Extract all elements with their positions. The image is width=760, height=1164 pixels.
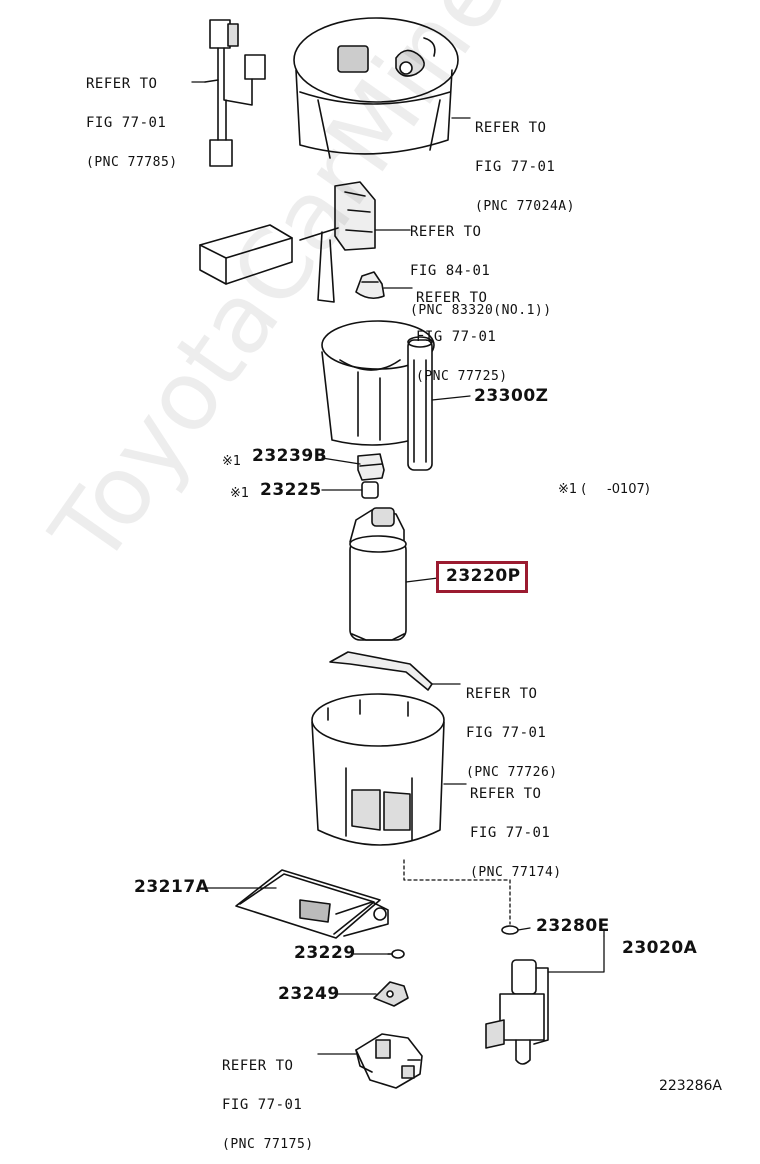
part-23249[interactable]: 23249	[278, 984, 340, 1004]
refer-line1: REFER TO	[416, 290, 488, 306]
refer-line2: FIG 77-01	[222, 1097, 303, 1113]
refer-line3: (PNC 77174)	[470, 865, 562, 880]
refer-line2: FIG 77-01	[475, 159, 556, 175]
selected-part-highlight	[436, 561, 528, 593]
refer-line1: REFER TO	[475, 120, 547, 136]
refer-line3: (PNC 77726)	[466, 765, 558, 780]
part-23217a[interactable]: 23217A	[134, 877, 210, 897]
refer-line2: FIG 77-01	[416, 329, 497, 345]
refer-83320-label: REFER TO FIG 84-01 (PNC 83320(NO.1))	[410, 200, 552, 330]
refer-line1: REFER TO	[222, 1058, 294, 1074]
refer-77024a-label: REFER TO FIG 77-01 (PNC 77024A)	[475, 96, 575, 226]
refer-77726-label: REFER TO FIG 77-01 (PNC 77726)	[466, 662, 558, 792]
refer-line1: REFER TO	[470, 786, 542, 802]
refer-line1: REFER TO	[410, 224, 482, 240]
wire-harness-drawing	[204, 19, 266, 167]
part-23020a[interactable]: 23020A	[622, 938, 698, 958]
pump-retainer-drawing	[329, 651, 433, 691]
refer-77174-label: REFER TO FIG 77-01 (PNC 77174)	[470, 762, 562, 892]
grommet-drawing	[355, 271, 385, 300]
fuel-pump-drawing	[349, 507, 407, 641]
fuel-sender-gauge-drawing	[199, 181, 376, 303]
pump-housing-drawing	[321, 320, 435, 471]
pressure-regulator-drawing	[485, 925, 549, 1065]
refer-line3: (PNC 77175)	[222, 1137, 314, 1152]
diagram-code: 223286A	[658, 1078, 722, 1094]
mark-asterisk-2: ※1	[230, 486, 250, 501]
part-23239b[interactable]: 23239B	[252, 446, 328, 466]
part-23225[interactable]: 23225	[260, 480, 322, 500]
fitting-23225-drawing	[361, 481, 379, 499]
fuel-sender-cover-drawing	[293, 17, 459, 159]
part-23220p[interactable]: 23220P	[446, 566, 521, 586]
refer-77175-label: REFER TO FIG 77-01 (PNC 77175)	[222, 1034, 314, 1164]
suction-filter-drawing	[235, 869, 389, 939]
mark-asterisk-1: ※1	[222, 454, 242, 469]
refer-77725-label: REFER TO FIG 77-01 (PNC 77725)	[416, 266, 508, 396]
part-23280e[interactable]: 23280E	[536, 916, 610, 936]
part-23249-drawing	[373, 981, 409, 1007]
part-23229[interactable]: 23229	[294, 943, 356, 963]
refer-line3: (PNC 77725)	[416, 369, 508, 384]
refer-line1: REFER TO	[86, 76, 158, 92]
refer-77785-label: REFER TO FIG 77-01 (PNC 77785)	[86, 52, 178, 182]
refer-line2: FIG 77-01	[470, 825, 551, 841]
refer-line3: (PNC 77785)	[86, 155, 178, 170]
refer-line1: REFER TO	[466, 686, 538, 702]
footnote-note: ※1 ( -0107)	[558, 482, 650, 497]
refer-line2: FIG 77-01	[466, 725, 547, 741]
refer-line3: (PNC 77024A)	[475, 199, 575, 214]
part-23300z[interactable]: 23300Z	[474, 386, 549, 406]
bracket-drawing	[355, 1033, 423, 1089]
refer-line2: FIG 77-01	[86, 115, 167, 131]
cushion-23239b-drawing	[357, 453, 385, 481]
exploded-parts-diagram	[191, 17, 605, 1089]
refer-line2: FIG 84-01	[410, 263, 491, 279]
leader-lines	[191, 81, 605, 1055]
filter-case-drawing	[311, 693, 445, 846]
refer-line3: (PNC 83320(NO.1))	[410, 303, 552, 318]
